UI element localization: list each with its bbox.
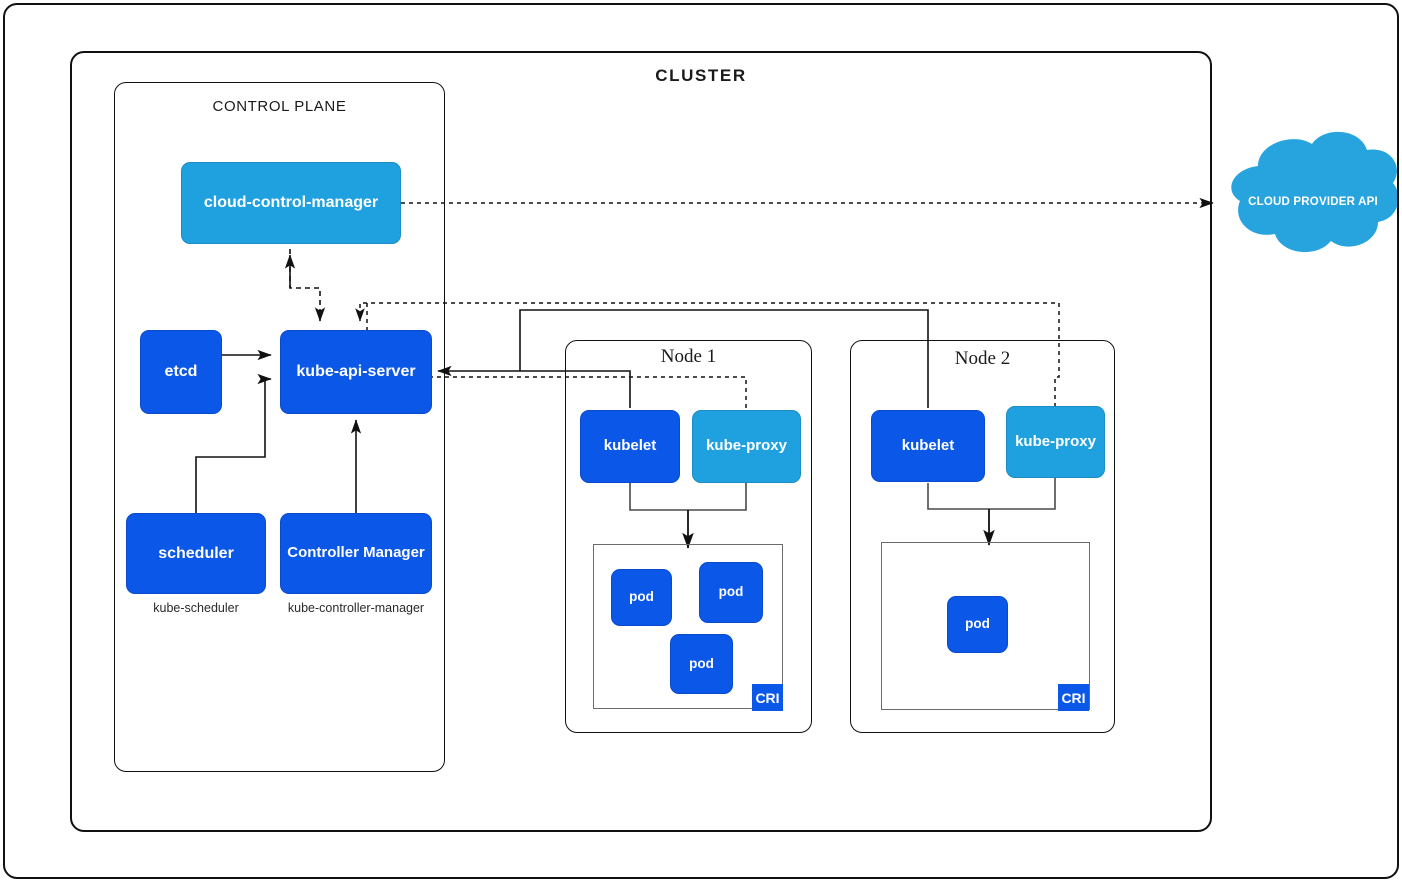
node-1-frame [565,340,812,733]
scheduler-box[interactable]: scheduler [126,513,266,594]
edge-node1-kubelet-to-apiserver [437,365,631,408]
node-1-title: Node 1 [660,346,717,367]
node-2-title: Node 2 [954,348,1011,369]
node-2-pods-container [881,542,1090,710]
etcd-box[interactable]: etcd [140,330,222,414]
cloud-control-manager-box[interactable]: cloud-control-manager [181,162,401,244]
node-1-kube-proxy-box[interactable]: kube-proxy [692,410,801,483]
node-2-pod-1[interactable]: pod [947,596,1008,653]
node-1-cri-badge: CRI [752,684,783,711]
controller-manager-box[interactable]: Controller Manager [280,513,432,594]
control-plane-frame [114,82,445,772]
node-1-pod-3[interactable]: pod [670,634,733,694]
node-2-kubelet-box[interactable]: kubelet [871,410,985,482]
edge-kubeproxy-to-apiserver-arrow [355,302,367,322]
cluster-frame [70,51,1212,832]
cluster-title: CLUSTER [655,66,747,85]
node-2-kube-proxy-box[interactable]: kube-proxy [1006,406,1105,478]
node-1-kubelet-box[interactable]: kubelet [580,410,680,483]
outer-frame [3,3,1399,879]
edge-node2-components-join [927,478,1056,510]
control-plane-title: CONTROL PLANE [212,98,347,115]
kube-controller-manager-sublabel: kube-controller-manager [287,601,425,615]
node-1-pod-2[interactable]: pod [699,562,763,623]
edge-node2-kubelet-to-apiserver [519,309,929,408]
kube-api-server-box[interactable]: kube-api-server [280,330,432,414]
kube-scheduler-sublabel: kube-scheduler [153,601,239,615]
node-2-frame [850,340,1115,733]
edge-scheduler-to-apiserver [195,373,272,513]
cloud-provider-shape [1231,131,1399,253]
node-2-cri-badge: CRI [1058,684,1089,711]
cloud-provider-api-label: CLOUD PROVIDER API [1248,196,1378,208]
node-1-pod-1[interactable]: pod [611,569,672,626]
node-1-pods-container [593,544,783,709]
